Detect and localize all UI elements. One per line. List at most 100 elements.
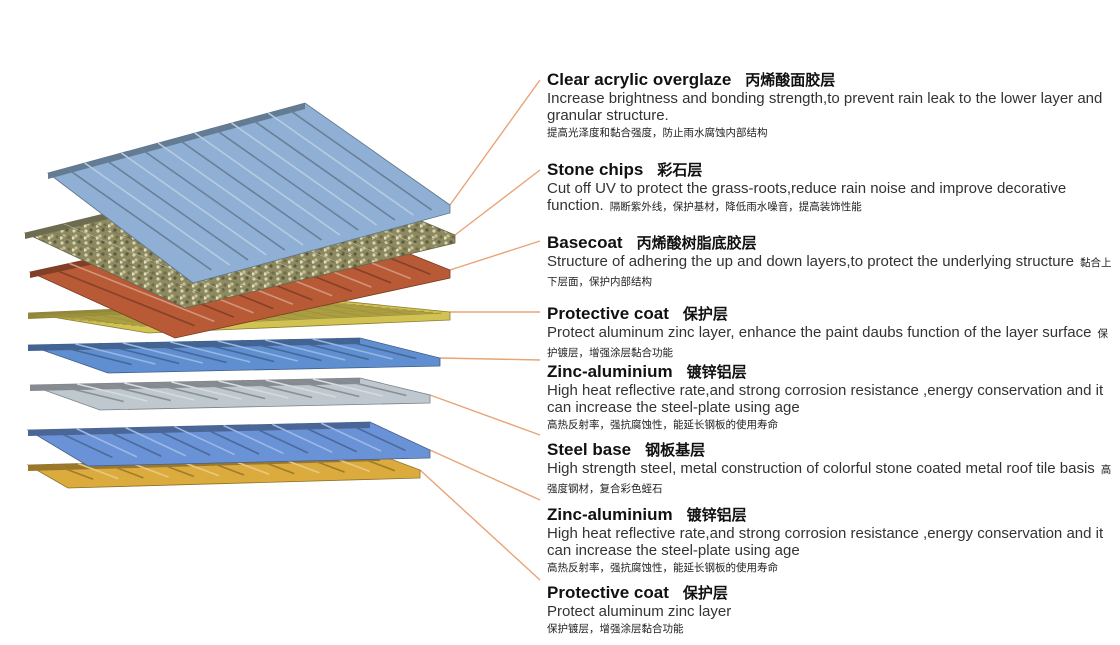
corrugation-line <box>288 338 370 361</box>
sheet-edge <box>28 338 360 351</box>
layer-description-en: Structure of adhering the up and down la… <box>547 253 1074 270</box>
layer-description-en: Increase brightness and bonding strength… <box>547 90 1103 124</box>
layer-title-en: Steel base <box>547 440 632 459</box>
layer-title: Protective coat 保护层 <box>547 583 1112 603</box>
corrugation-line <box>122 342 204 364</box>
leader-line <box>439 357 541 361</box>
leader-line <box>429 394 541 436</box>
layer-title-en: Stone chips <box>547 160 644 179</box>
corrugation-line <box>98 342 180 365</box>
layer-description: High heat reflective rate,and strong cor… <box>547 382 1112 416</box>
corrugation-line <box>212 127 359 231</box>
corrugation-line <box>267 112 414 216</box>
corrugation-line <box>125 426 187 457</box>
corrugation-line <box>231 122 378 226</box>
corrugation-line <box>198 425 260 455</box>
corrugation-line <box>76 428 138 458</box>
corrugation-line <box>49 266 195 327</box>
layer-description: Protect aluminum zinc layer, enhance the… <box>547 324 1112 362</box>
layer-description: Increase brightness and bonding strength… <box>547 90 1112 124</box>
corrugation-line <box>147 381 219 401</box>
corrugation-line <box>271 423 333 454</box>
layer-title-en: Protective coat <box>547 304 669 323</box>
corrugation-line <box>312 378 384 397</box>
layer-description-cn: 高热反射率，强抗腐蚀性，能延长钢板的使用寿命 <box>547 419 778 431</box>
corrugation-line <box>223 424 284 455</box>
layer-description-cn: 保护镀层，增强涂层黏合功能 <box>547 328 1108 359</box>
layer-description-en: Cut off UV to protect the grass-roots,re… <box>547 180 1067 214</box>
corrugation-line <box>124 382 195 401</box>
layer-description: Cut off UV to protect the grass-roots,re… <box>547 180 1112 216</box>
corrugation-line <box>100 382 171 402</box>
corrugation-line <box>336 377 407 397</box>
corrugation-line <box>84 162 231 266</box>
corrugation-line <box>336 337 417 360</box>
corrugation-line <box>102 157 249 261</box>
corrugation-line <box>68 262 215 323</box>
corrugation-line <box>218 380 289 399</box>
leader-line <box>449 79 541 206</box>
corrugation-line <box>44 228 205 296</box>
corrugation-line <box>149 426 211 456</box>
corrugation-line <box>241 379 313 399</box>
corrugation-line <box>217 340 298 362</box>
layer-description-cn: 黏合上下层面，保护内部结构 <box>547 257 1112 288</box>
layer-title-cn: 保护层 <box>682 305 728 323</box>
layer-title-cn: 镀锌铝层 <box>686 363 747 381</box>
layer-title: Protective coat 保护层 <box>547 304 1112 324</box>
corrugation-line <box>53 383 124 403</box>
corrugation-line <box>249 117 396 221</box>
corrugation-line <box>176 137 322 241</box>
corrugation-line <box>157 142 304 246</box>
layer-title-en: Basecoat <box>547 233 623 252</box>
layer-title-cn: 镀锌铝层 <box>686 506 747 524</box>
corrugation-line <box>174 425 235 456</box>
corrugation-line <box>286 107 433 211</box>
leader-line <box>419 469 541 581</box>
layer-sheet <box>26 421 431 467</box>
corrugation-line <box>75 343 156 365</box>
layer-description: Structure of adhering the up and down la… <box>547 253 1112 291</box>
leader-line <box>454 169 541 236</box>
corrugation-line <box>296 422 358 453</box>
corrugation-line <box>265 379 336 398</box>
corrugation-line <box>78 462 119 480</box>
layer-title-cn: 丙烯酸面胶层 <box>745 71 836 89</box>
layer-description-en: Protect aluminum zinc layer, enhance the… <box>547 324 1092 341</box>
corrugation-line <box>76 383 148 402</box>
layer-sheet <box>47 102 451 284</box>
sheet-edge <box>30 378 360 391</box>
layer-sheet <box>27 337 441 374</box>
corrugation-line <box>241 339 322 362</box>
corrugation-line <box>120 152 267 256</box>
layer-title: Basecoat 丙烯酸树脂底胶层 <box>547 233 1112 253</box>
layer-title-cn: 保护层 <box>682 584 728 602</box>
layer-sheet <box>29 377 431 411</box>
corrugation-line <box>139 147 286 251</box>
corrugation-line <box>320 422 382 452</box>
leader-line <box>429 449 541 501</box>
layer-title-en: Zinc-aluminium <box>547 505 673 524</box>
corrugation-line <box>171 381 242 400</box>
layer-description-en: High heat reflective rate,and strong cor… <box>547 525 1104 559</box>
layer-title-en: Protective coat <box>547 583 669 602</box>
corrugation-line <box>146 341 227 364</box>
corrugation-line <box>52 463 94 481</box>
corrugation-line <box>247 424 309 454</box>
layer-description: High heat reflective rate,and strong cor… <box>547 525 1112 559</box>
corrugation-line <box>170 341 251 363</box>
layer-title-en: Clear acrylic overglaze <box>547 70 732 89</box>
corrugation-line <box>193 340 275 363</box>
layer-title-cn: 彩石层 <box>657 161 703 179</box>
layer-title-cn: 丙烯酸树脂底胶层 <box>636 234 757 252</box>
corrugation-line <box>52 428 113 459</box>
sheet-edge <box>48 103 305 179</box>
